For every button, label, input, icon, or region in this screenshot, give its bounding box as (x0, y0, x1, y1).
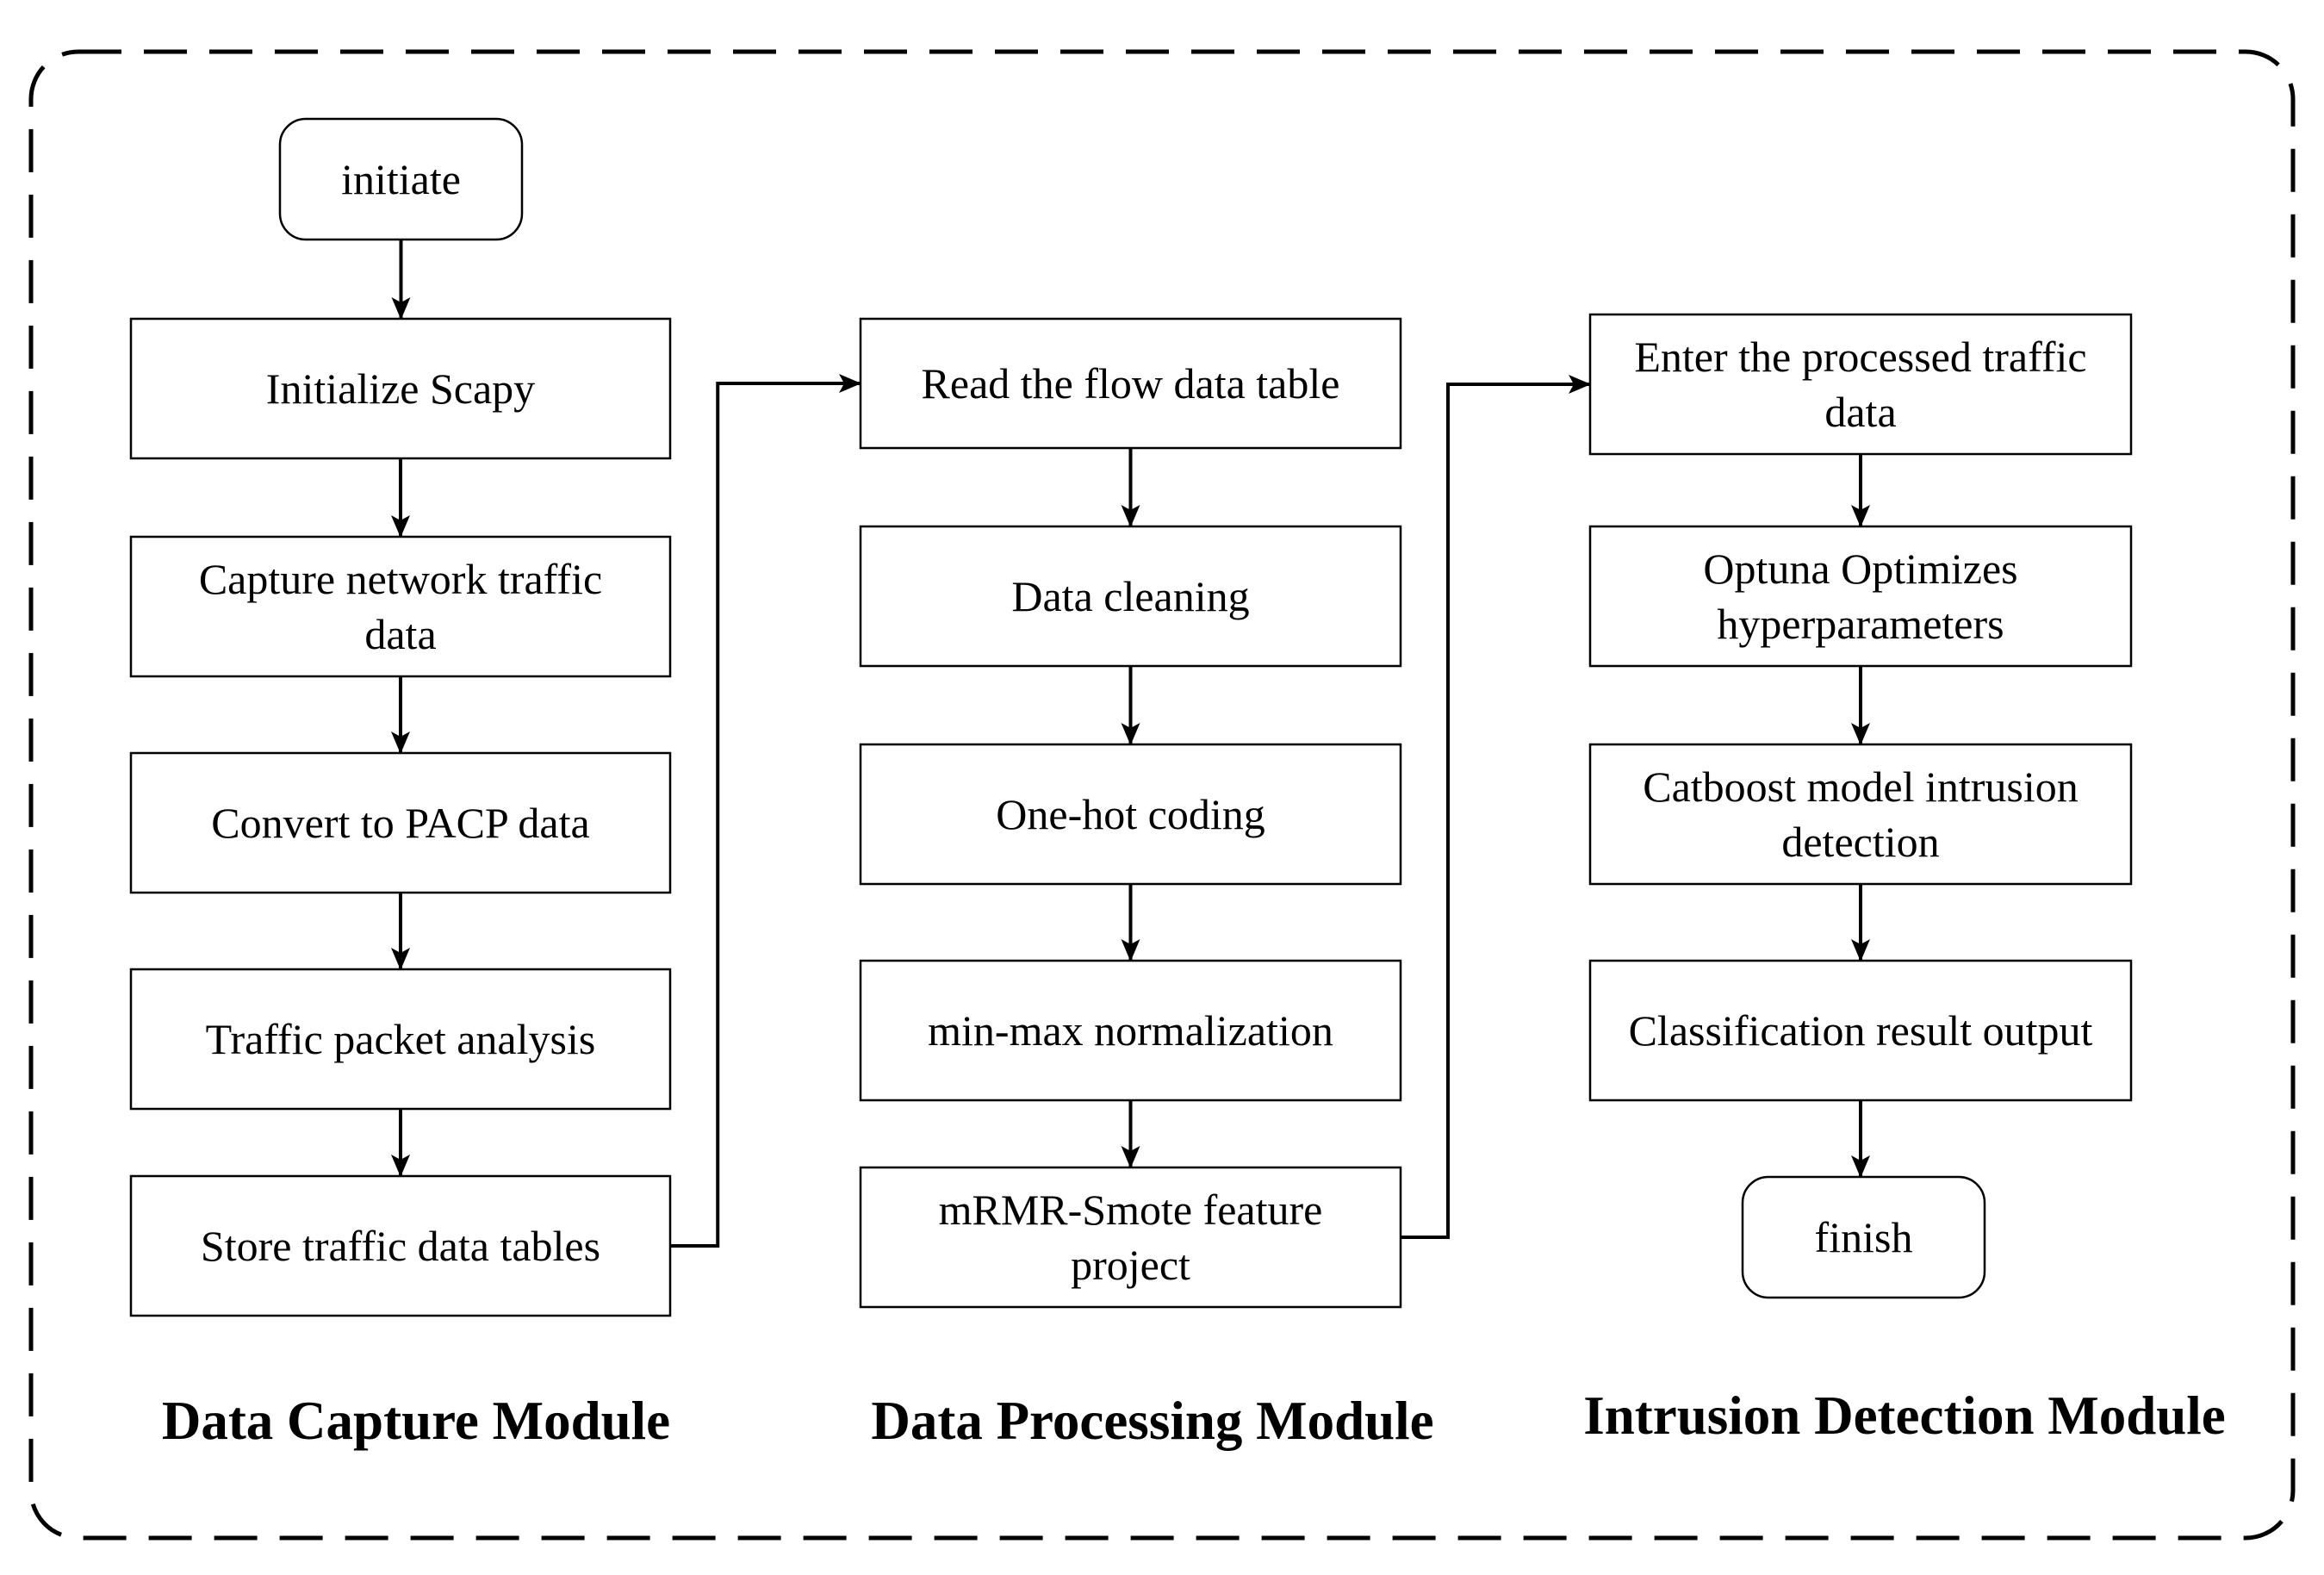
node-store-tables: Store traffic data tables (129, 1174, 672, 1317)
node-label-read-flow-table: Read the flow data table (922, 359, 1340, 408)
node-min-max: min-max normalization (859, 959, 1402, 1102)
module-label-detection: Intrusion Detection Module (1583, 1385, 2225, 1446)
node-packet-analysis: Traffic packet analysis (129, 968, 672, 1111)
node-label-convert-pacp: Convert to PACP data (211, 799, 589, 847)
node-optuna: Optuna Optimizes hyperparameters (1588, 525, 2133, 668)
node-box-read-flow-table (859, 317, 1402, 450)
node-box-capture-traffic (129, 535, 672, 678)
node-label-catboost-line-2: detection (1781, 818, 1939, 866)
node-label-store-tables: Store traffic data tables (201, 1222, 600, 1270)
node-label-one-hot: One-hot coding (996, 790, 1265, 838)
node-box-mrmr-smote (859, 1166, 1402, 1309)
node-box-optuna (1588, 525, 2133, 668)
node-classification-output: Classification result output (1588, 959, 2133, 1102)
node-enter-processed: Enter the processed traffic data (1588, 313, 2133, 456)
node-mrmr-smote: mRMR-Smote feature project (859, 1166, 1402, 1309)
node-box-enter-processed (1588, 313, 2133, 456)
node-label-capture-traffic-line-1: Capture network traffic (199, 555, 602, 603)
node-box-initialize-scapy (129, 317, 672, 460)
node-box-data-cleaning (859, 525, 1402, 668)
node-box-classification-output (1588, 959, 2133, 1102)
node-label-data-cleaning: Data cleaning (1011, 572, 1249, 620)
node-catboost: Catboost model intrusion detection (1588, 743, 2133, 886)
outer-dashed-frame (28, 49, 2296, 1541)
node-label-enter-processed-line-2: data (1824, 388, 1896, 436)
node-box-convert-pacp (129, 751, 672, 894)
node-box-finish (1741, 1175, 1986, 1299)
node-box-packet-analysis (129, 968, 672, 1111)
node-box-min-max (859, 959, 1402, 1102)
node-one-hot: One-hot coding (859, 743, 1402, 886)
module-label-capture: Data Capture Module (162, 1391, 670, 1451)
node-label-optuna-line-1: Optuna Optimizes (1703, 545, 2017, 593)
node-finish: finish (1741, 1175, 1986, 1299)
node-label-mrmr-smote-line-2: project (1071, 1241, 1190, 1289)
node-data-cleaning: Data cleaning (859, 525, 1402, 668)
node-label-capture-traffic-line-2: data (364, 610, 436, 658)
node-box-catboost (1588, 743, 2133, 886)
node-label-packet-analysis: Traffic packet analysis (206, 1015, 596, 1063)
node-label-min-max: min-max normalization (928, 1006, 1333, 1055)
node-label-catboost-line-1: Catboost model intrusion (1643, 763, 2079, 811)
node-capture-traffic: Capture network traffic data (129, 535, 672, 678)
node-initialize-scapy: Initialize Scapy (129, 317, 672, 460)
node-label-initialize-scapy: Initialize Scapy (266, 364, 535, 413)
node-read-flow-table: Read the flow data table (859, 317, 1402, 450)
node-box-one-hot (859, 743, 1402, 886)
node-label-classification-output: Classification result output (1629, 1006, 2093, 1055)
node-label-mrmr-smote-line-1: mRMR-Smote feature (939, 1186, 1323, 1234)
arrow-mrmr-smote-to-enter-processed (1401, 375, 1591, 1239)
module-label-processing: Data Processing Module (871, 1391, 1433, 1451)
edges-layer (391, 240, 1870, 1248)
arrow-store-tables-to-read-flow-table (670, 374, 861, 1248)
node-label-finish: finish (1815, 1213, 1913, 1261)
node-box-initiate (278, 117, 524, 241)
node-label-initiate: initiate (341, 155, 461, 203)
node-box-store-tables (129, 1174, 672, 1317)
node-label-optuna-line-2: hyperparameters (1717, 600, 2004, 648)
node-convert-pacp: Convert to PACP data (129, 751, 672, 894)
node-label-enter-processed-line-1: Enter the processed traffic (1634, 333, 2086, 381)
node-initiate: initiate (278, 117, 524, 241)
